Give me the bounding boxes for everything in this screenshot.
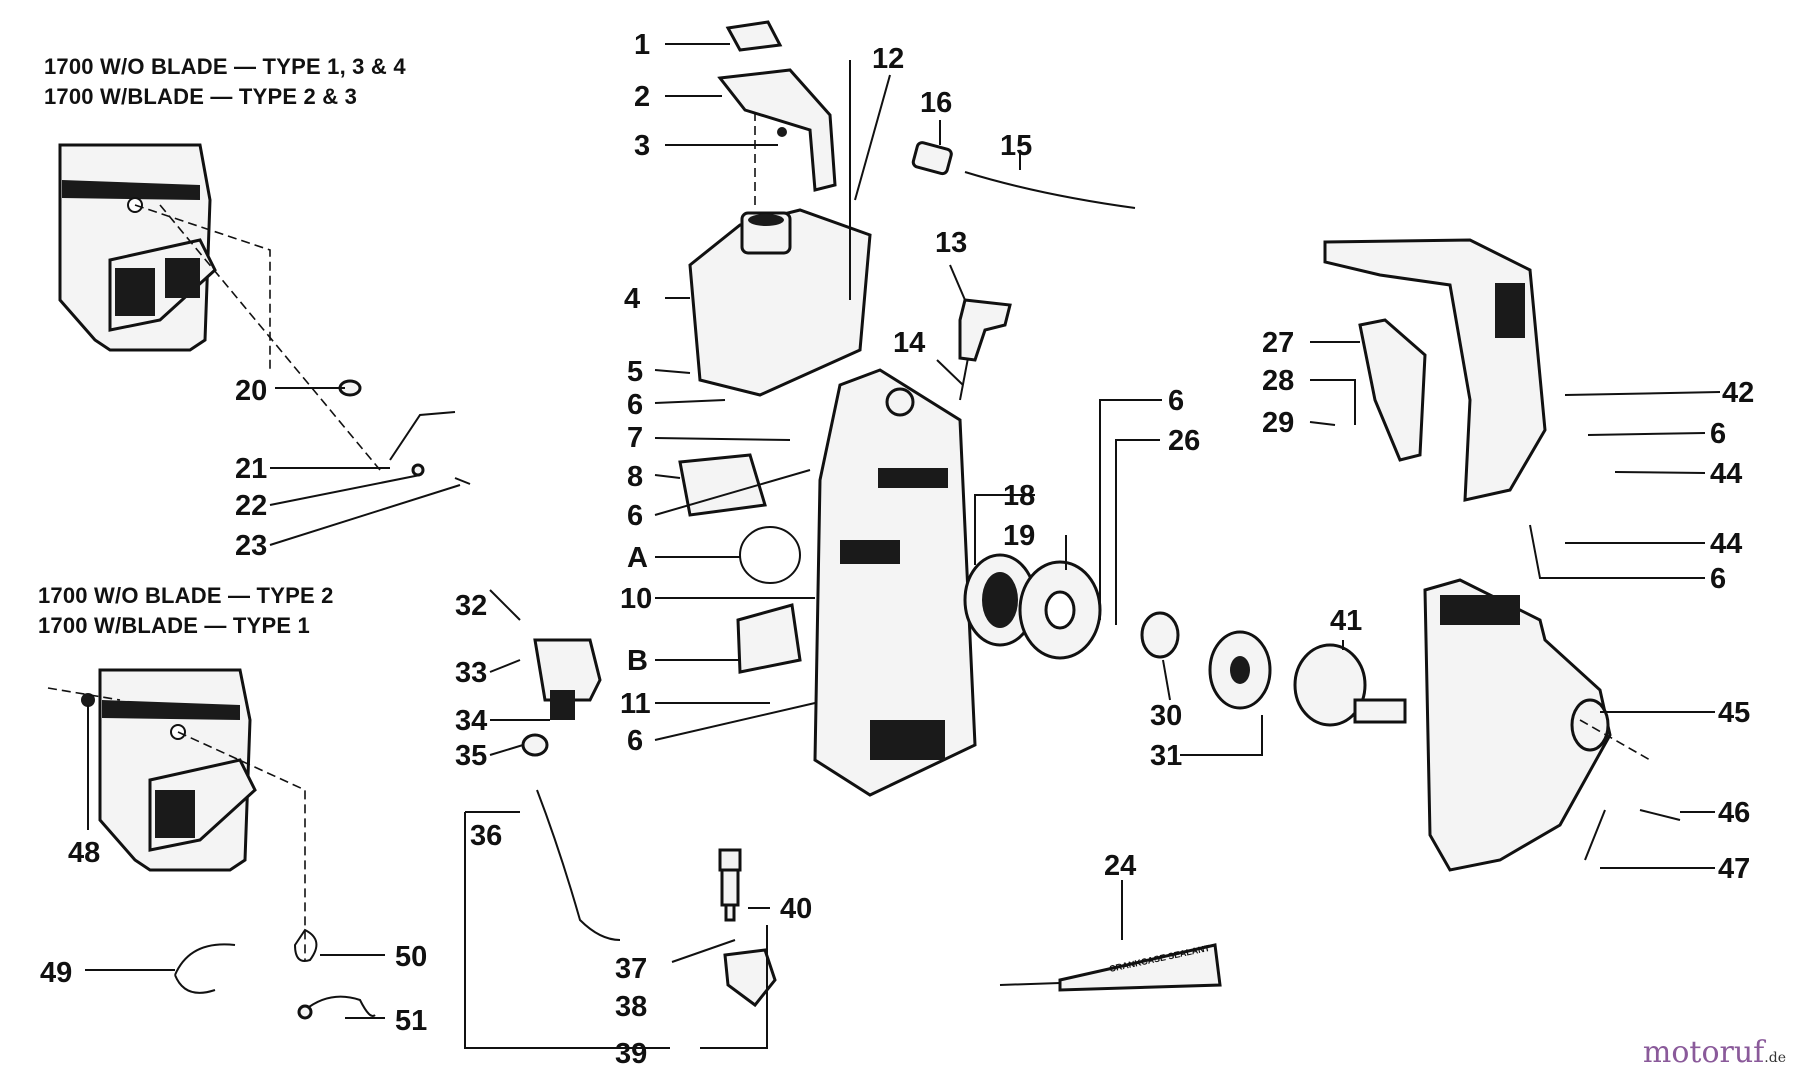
callout: 44 <box>1710 458 1742 490</box>
callout: 19 <box>1003 520 1035 552</box>
callout: 7 <box>627 422 643 454</box>
callout: 13 <box>935 227 967 259</box>
callout: 23 <box>235 530 267 562</box>
handle-13-14 <box>958 298 1012 401</box>
fuel-tank <box>688 60 872 397</box>
callout: 18 <box>1003 480 1035 512</box>
clutch-parts <box>1140 611 1407 727</box>
housing-detail-bottom <box>47 668 376 1020</box>
callout: 37 <box>615 953 647 985</box>
callout: 21 <box>235 453 267 485</box>
air-filter-8 <box>678 453 767 517</box>
leader-lines <box>85 43 1721 1049</box>
callout: 20 <box>235 375 267 407</box>
fuel-cap-and-bracket <box>717 20 837 205</box>
callout: 22 <box>235 490 267 522</box>
callout: 3 <box>634 130 650 162</box>
callout: 47 <box>1718 853 1750 885</box>
header-line-2: 1700 W/BLADE — TYPE 2 & 3 <box>44 84 358 109</box>
callout: 11 <box>620 688 651 720</box>
callout: 49 <box>40 957 72 989</box>
callout: 31 <box>1150 740 1182 772</box>
header-line-3: 1700 W/O BLADE — TYPE 2 <box>38 583 334 608</box>
part-b-plate <box>736 603 802 674</box>
callout: 44 <box>1710 528 1742 560</box>
watermark-suffix: .de <box>1764 1050 1786 1066</box>
callout: 51 <box>395 1005 427 1037</box>
part-a-gasket <box>739 526 801 584</box>
callout: B <box>627 645 648 677</box>
callout-labels: 1 2 3 4 5 6 7 8 6 A 10 B 11 6 12 13 14 1… <box>40 29 1754 1070</box>
main-housing <box>813 368 977 797</box>
callout: 4 <box>624 283 640 315</box>
watermark: motoruf.de <box>1643 1035 1786 1070</box>
callout: 33 <box>455 657 487 689</box>
callout: 10 <box>620 583 652 615</box>
callout: 30 <box>1150 700 1182 732</box>
callout: 16 <box>920 87 952 119</box>
callout: 41 <box>1330 605 1362 637</box>
callout: 26 <box>1168 425 1200 457</box>
callout: 50 <box>395 941 427 973</box>
callout: A <box>627 542 648 574</box>
callout: 6 <box>627 500 643 532</box>
handle-housing-42 <box>1323 238 1547 502</box>
callout: 6 <box>627 389 643 421</box>
callout: 38 <box>615 991 647 1023</box>
callout: 32 <box>455 590 487 622</box>
callout: 15 <box>1000 130 1032 162</box>
callout: 6 <box>1168 385 1184 417</box>
housing-detail-top <box>58 143 381 471</box>
spark-plug-40 <box>718 848 777 1008</box>
header-line-4: 1700 W/BLADE — TYPE 1 <box>38 613 310 638</box>
callout: 39 <box>615 1038 647 1070</box>
callout: 6 <box>1710 563 1726 595</box>
callout: 35 <box>455 740 487 772</box>
sealant-tube-24 <box>999 943 1222 992</box>
callout: 6 <box>627 725 643 757</box>
starter-parts-18-19 <box>963 553 1102 660</box>
callout: 40 <box>780 893 812 925</box>
callout: 12 <box>872 43 904 75</box>
callout: 48 <box>68 837 100 869</box>
callout: 8 <box>627 461 643 493</box>
callout: 28 <box>1262 365 1294 397</box>
callout: 46 <box>1718 797 1750 829</box>
callout: 42 <box>1722 377 1754 409</box>
callout: 1 <box>634 29 650 61</box>
callout: 45 <box>1718 697 1750 729</box>
carb-parts-32-35 <box>521 638 621 941</box>
callout: 6 <box>1710 418 1726 450</box>
callout: 14 <box>893 327 925 359</box>
callout: 29 <box>1262 407 1294 439</box>
callout: 27 <box>1262 327 1294 359</box>
callout: 34 <box>455 705 487 737</box>
header-line-1: 1700 W/O BLADE — TYPE 1, 3 & 4 <box>44 54 406 79</box>
callout: 24 <box>1104 850 1136 882</box>
callout: 36 <box>470 820 502 852</box>
callout: 5 <box>627 356 643 388</box>
engine-45 <box>1423 578 1681 872</box>
callout: 2 <box>634 81 650 113</box>
watermark-main: motoruf <box>1642 1035 1765 1070</box>
hose-15-16 <box>911 141 1136 209</box>
